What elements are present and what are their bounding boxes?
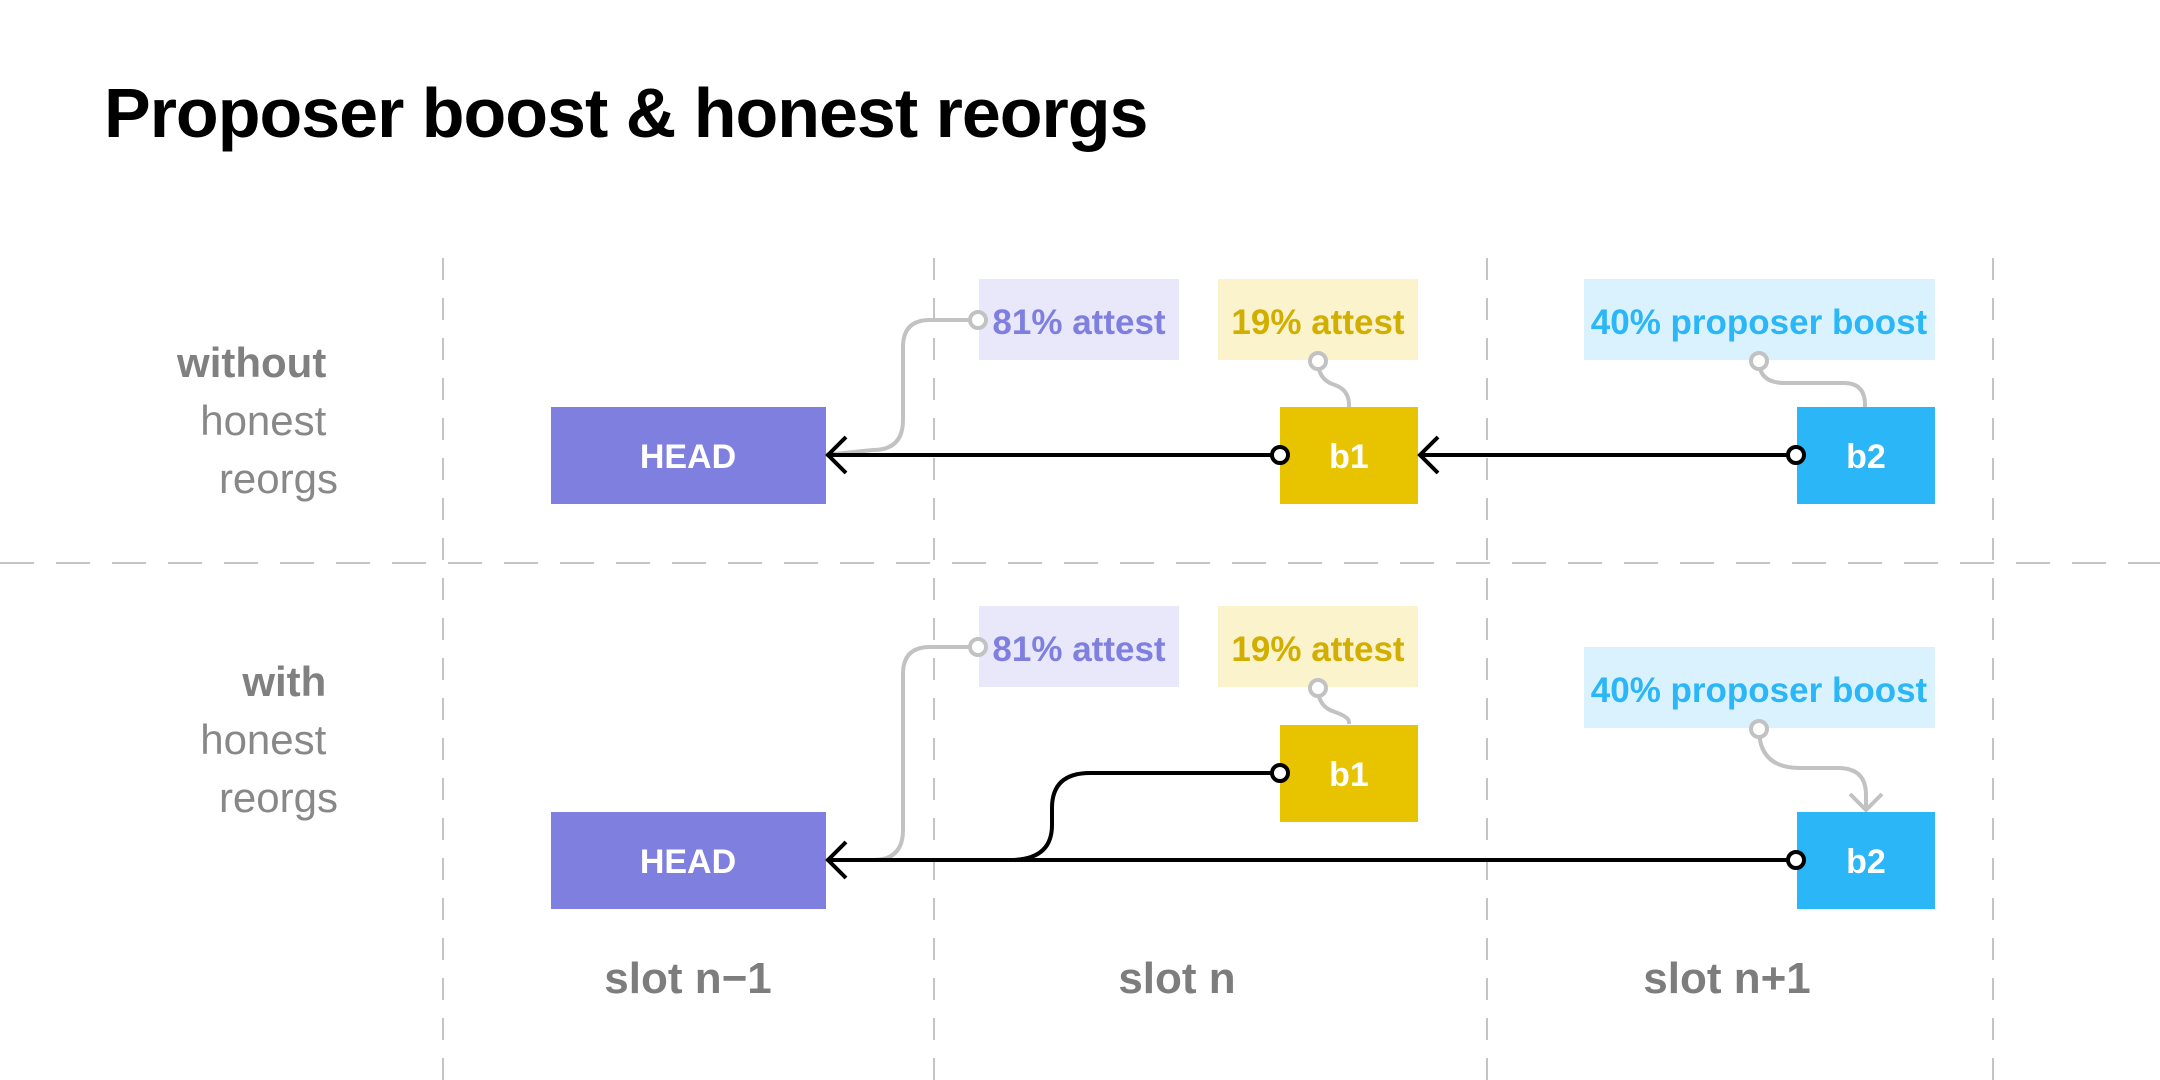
- b1-block: [1280, 725, 1418, 822]
- proposer-boost-connector: [1757, 728, 1868, 808]
- row-label-line-1: without: [176, 339, 326, 386]
- b1-block: [1280, 407, 1418, 504]
- b1-parent-arrow-origin: [1270, 763, 1290, 783]
- head-block-label: HEAD: [640, 438, 736, 476]
- attest-81-connector-dot: [968, 310, 988, 330]
- attest-19-connector-dot: [1308, 678, 1328, 698]
- head-block-label: HEAD: [640, 843, 736, 881]
- row-label-line-1: with: [241, 658, 326, 705]
- slot-label-n-minus-1: slot n−1: [604, 954, 772, 1003]
- proposer-boost-arrowhead: [1848, 792, 1884, 813]
- b2-parent-arrowhead: [825, 840, 848, 880]
- svg-text:without honest reo: without honest reorgs: [176, 339, 338, 502]
- row-label-line-2: honest: [200, 716, 326, 763]
- b2-block: [1797, 407, 1935, 504]
- b1-block-label: b1: [1329, 438, 1369, 476]
- attest-81-label: 81% attest: [992, 303, 1165, 342]
- b2-parent-arrow-origin: [1786, 850, 1806, 870]
- row-label-line-2: honest: [200, 397, 326, 444]
- b2-block: [1797, 812, 1935, 909]
- attest-81-connector-dot: [968, 637, 988, 657]
- head-block: [551, 407, 826, 504]
- head-block: [551, 812, 826, 909]
- row-label-line-3: reorgs: [219, 455, 338, 502]
- b2-parent-arrow-origin: [1786, 445, 1806, 465]
- attest-81-tag: [979, 279, 1179, 360]
- b2-block-label: b2: [1846, 843, 1886, 881]
- attest-81-connector: [824, 645, 978, 862]
- slot-label-n: slot n: [1118, 954, 1235, 1003]
- proposer-boost-connector-dot: [1749, 351, 1769, 371]
- row-without-honest-reorgs: without honest reorgs 81% attest 19% att…: [176, 279, 1935, 504]
- row-with-honest-reorgs: with honest reorgs 81% attest 19% attest…: [200, 606, 1935, 909]
- row-label-line-3: reorgs: [219, 774, 338, 821]
- slot-label-n-plus-1: slot n+1: [1643, 954, 1811, 1003]
- attest-19-tag: [1218, 606, 1418, 687]
- proposer-boost-connector: [1757, 360, 1867, 407]
- b1-parent-arrow: [1000, 771, 1280, 862]
- attest-19-tag: [1218, 279, 1418, 360]
- proposer-boost-connector-dot: [1749, 719, 1769, 739]
- slot-dividers: [442, 258, 1994, 1080]
- attest-81-connector: [823, 318, 978, 457]
- b2-parent-arrowhead: [1417, 435, 1440, 475]
- b1-block-label: b1: [1329, 756, 1369, 794]
- b1-parent-arrowhead: [825, 435, 848, 475]
- proposer-boost-label: 40% proposer boost: [1591, 671, 1928, 710]
- proposer-boost-label: 40% proposer boost: [1591, 303, 1928, 342]
- attest-81-label: 81% attest: [992, 630, 1165, 669]
- attest-19-connector: [1316, 687, 1351, 724]
- proposer-boost-tag: [1584, 647, 1935, 728]
- attest-19-connector: [1316, 360, 1351, 407]
- slot-labels: slot n−1 slot n slot n+1: [604, 954, 1811, 1003]
- page-title: Proposer boost & honest reorgs: [104, 74, 1148, 152]
- attest-19-connector-dot: [1308, 351, 1328, 371]
- attest-81-tag: [979, 606, 1179, 687]
- svg-text:with honest reorgs: with honest reorgs: [200, 658, 338, 821]
- attest-19-label: 19% attest: [1231, 630, 1404, 669]
- proposer-boost-tag: [1584, 279, 1935, 360]
- b1-parent-arrow-origin: [1270, 445, 1290, 465]
- b2-block-label: b2: [1846, 438, 1886, 476]
- attest-19-label: 19% attest: [1231, 303, 1404, 342]
